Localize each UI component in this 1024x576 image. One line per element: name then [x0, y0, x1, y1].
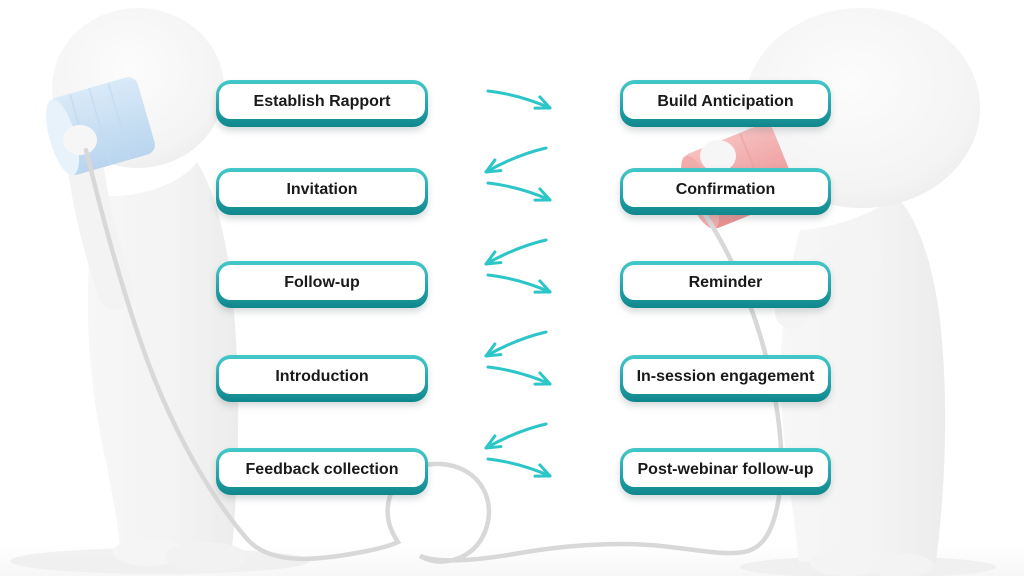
pill-label: Confirmation [675, 180, 776, 198]
flow-arrow-right-icon [486, 273, 552, 294]
pill-label: Reminder [688, 273, 763, 291]
pill-invitation: Invitation [216, 168, 428, 215]
pill-in-session-engagement: In-session engagement [620, 355, 831, 402]
flow-arrow-left-icon [484, 422, 548, 450]
flow-arrow-right-icon [486, 365, 552, 386]
flow-arrow-right-icon [486, 181, 552, 202]
pill-feedback-collection: Feedback collection [216, 448, 428, 495]
pill-establish-rapport: Establish Rapport [216, 80, 428, 127]
pill-post-webinar-follow-up: Post-webinar follow-up [620, 448, 831, 495]
pill-label: Invitation [286, 180, 358, 198]
pill-label: Post-webinar follow-up [637, 460, 814, 478]
flow-arrow-left-icon [484, 330, 548, 358]
pill-introduction: Introduction [216, 355, 428, 402]
pill-label: Introduction [275, 367, 369, 385]
flow-arrow-right-icon [486, 89, 552, 110]
pill-label: In-session engagement [636, 367, 815, 385]
floor-shading [0, 545, 1024, 576]
pill-label: Follow-up [284, 273, 360, 291]
pill-follow-up: Follow-up [216, 261, 428, 308]
pill-confirmation: Confirmation [620, 168, 831, 215]
pill-reminder: Reminder [620, 261, 831, 308]
flow-arrow-right-icon [486, 457, 552, 478]
flow-arrow-left-icon [484, 238, 548, 266]
pill-label: Build Anticipation [657, 92, 794, 110]
pill-build-anticipation: Build Anticipation [620, 80, 831, 127]
flow-arrow-left-icon [484, 146, 548, 174]
pill-label: Feedback collection [245, 460, 399, 478]
pill-label: Establish Rapport [253, 92, 391, 110]
